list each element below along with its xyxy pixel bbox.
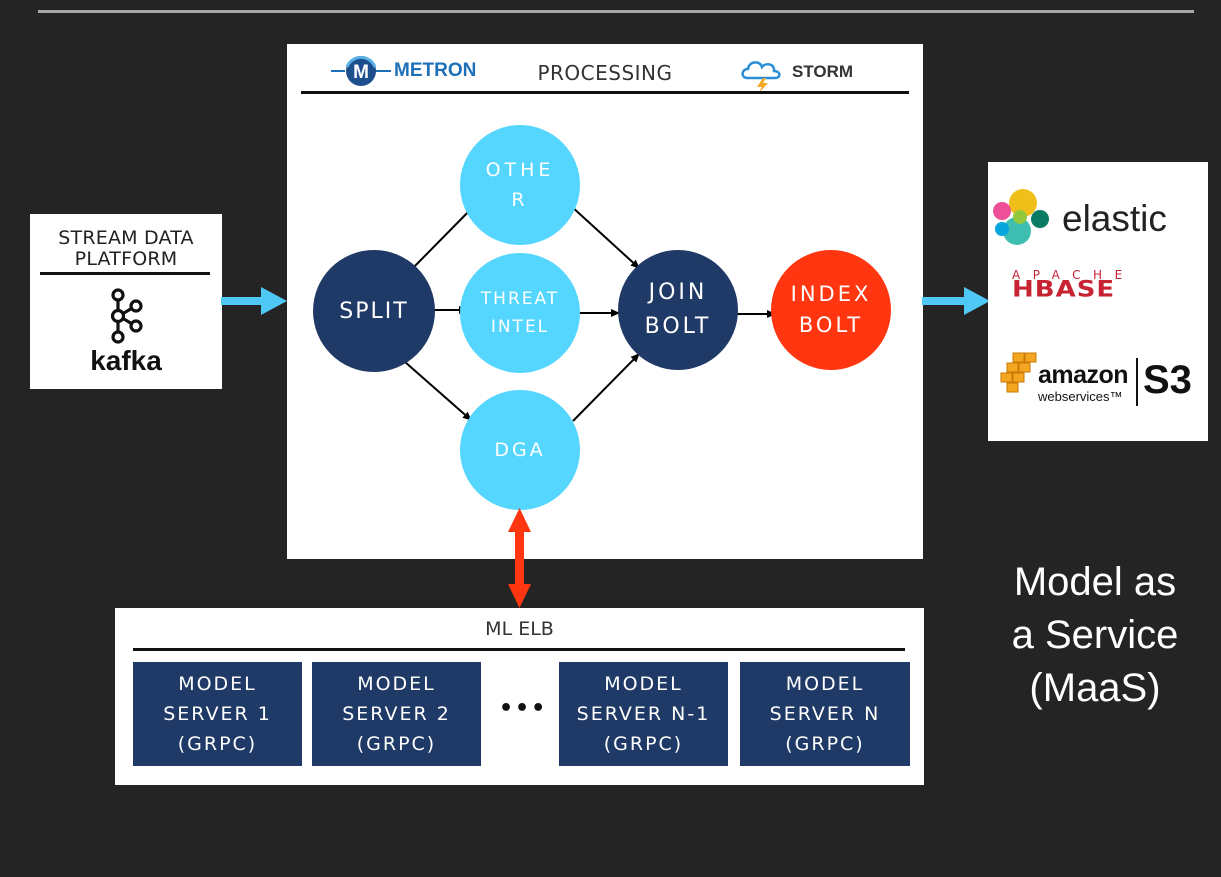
split-node: SPLIT [313, 250, 435, 372]
join-bolt-node: JOIN BOLT [618, 250, 738, 370]
storage-box: elastic APACHE HBASE amazon webservices™… [988, 162, 1208, 441]
elastic-label: elastic [1062, 198, 1167, 239]
processing-box: M METRON PROCESSING STORM SPLIT OTHE R T… [287, 44, 923, 559]
dga-elb-arrow-head-down [508, 584, 531, 608]
storm-logo-icon [741, 61, 781, 94]
apache-label: APACHE [1012, 268, 1135, 282]
hbase-label: HBASE [1012, 277, 1116, 303]
aws-label: webservices™ [1038, 389, 1123, 404]
processing-title-rule [301, 91, 909, 94]
arrow-other-to-join [570, 205, 640, 269]
model-server-2: MODEL SERVER 2 (GRPC) [312, 662, 481, 766]
ml-elb-box: ML ELB MODEL SERVER 1 (GRPC) MODEL SERVE… [115, 608, 924, 785]
model-server-n: MODEL SERVER N (GRPC) [740, 662, 910, 766]
dga-elb-arrow-head-up [508, 508, 531, 532]
metron-label: METRON [394, 60, 477, 81]
amazon-label: amazon [1038, 361, 1129, 389]
processing-title: PROCESSING [537, 61, 673, 85]
threat-intel-node: THREAT INTEL [460, 253, 580, 373]
kafka-wordmark: kafka [90, 345, 162, 376]
maas-caption: Model as a Service (MaaS) [1011, 560, 1179, 710]
s3-label: S3 [1143, 358, 1192, 402]
storm-label: STORM [792, 62, 854, 81]
processing-to-storage-arrow-head [964, 287, 990, 315]
elastic-logo-icon [993, 189, 1049, 245]
model-server-1: MODEL SERVER 1 (GRPC) [133, 662, 302, 766]
servers-ellipsis: ••• [499, 696, 548, 721]
arrow-split-to-other [411, 204, 476, 270]
kafka-to-processing-arrow-shaft [221, 297, 263, 305]
kafka-to-processing-arrow-head [261, 287, 287, 315]
dga-elb-arrow-shaft [515, 526, 524, 586]
top-divider [38, 10, 1194, 13]
processing-to-storage-arrow-shaft [922, 297, 966, 305]
stream-data-platform-title: STREAM DATA PLATFORM [58, 227, 194, 270]
model-server-n-minus-1: MODEL SERVER N-1 (GRPC) [559, 662, 728, 766]
dga-node: DGA [460, 390, 580, 510]
svg-text:M: M [353, 62, 369, 83]
s3-divider [1136, 358, 1138, 406]
kafka-title-rule [40, 272, 210, 275]
aws-cubes-icon [1000, 352, 1037, 393]
index-bolt-node: INDEX BOLT [771, 250, 891, 370]
arrow-split-to-dga [404, 361, 472, 421]
ml-elb-rule [133, 648, 905, 651]
stream-data-platform-box: STREAM DATA PLATFORM kafka [30, 214, 222, 389]
arrow-dga-to-join [572, 353, 640, 422]
metron-logo-icon: M [331, 55, 391, 86]
other-node: OTHE R [460, 125, 580, 245]
kafka-logo-icon [110, 288, 143, 344]
processing-flow-arrows [404, 204, 776, 422]
ml-elb-title: ML ELB [485, 618, 554, 640]
